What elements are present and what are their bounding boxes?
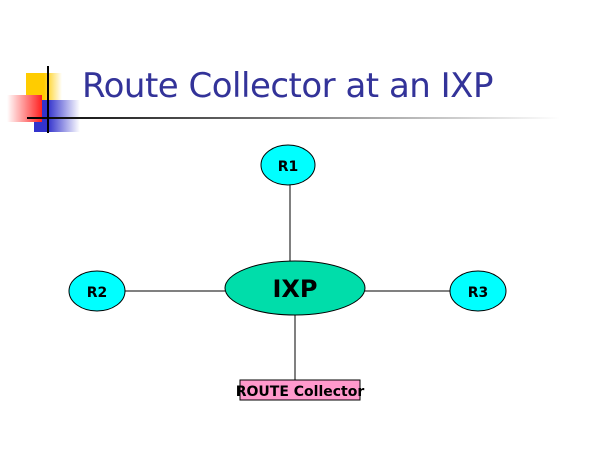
router-r2: R2	[68, 270, 126, 312]
slide-title: Route Collector at an IXP	[82, 66, 493, 106]
ixp-label: IXP	[272, 275, 317, 303]
collector-label: ROUTE Collector	[236, 384, 365, 400]
title-underline	[27, 117, 560, 119]
ixp-node: IXP	[224, 260, 366, 316]
title-decoration	[7, 66, 560, 133]
router-label: R2	[87, 285, 108, 301]
router-label: R1	[278, 159, 299, 175]
router-r3: R3	[449, 270, 507, 312]
connection-lines	[125, 185, 451, 380]
router-label: R3	[468, 285, 489, 301]
route-collector: ROUTE Collector	[236, 379, 365, 401]
router-r1: R1	[260, 144, 316, 186]
